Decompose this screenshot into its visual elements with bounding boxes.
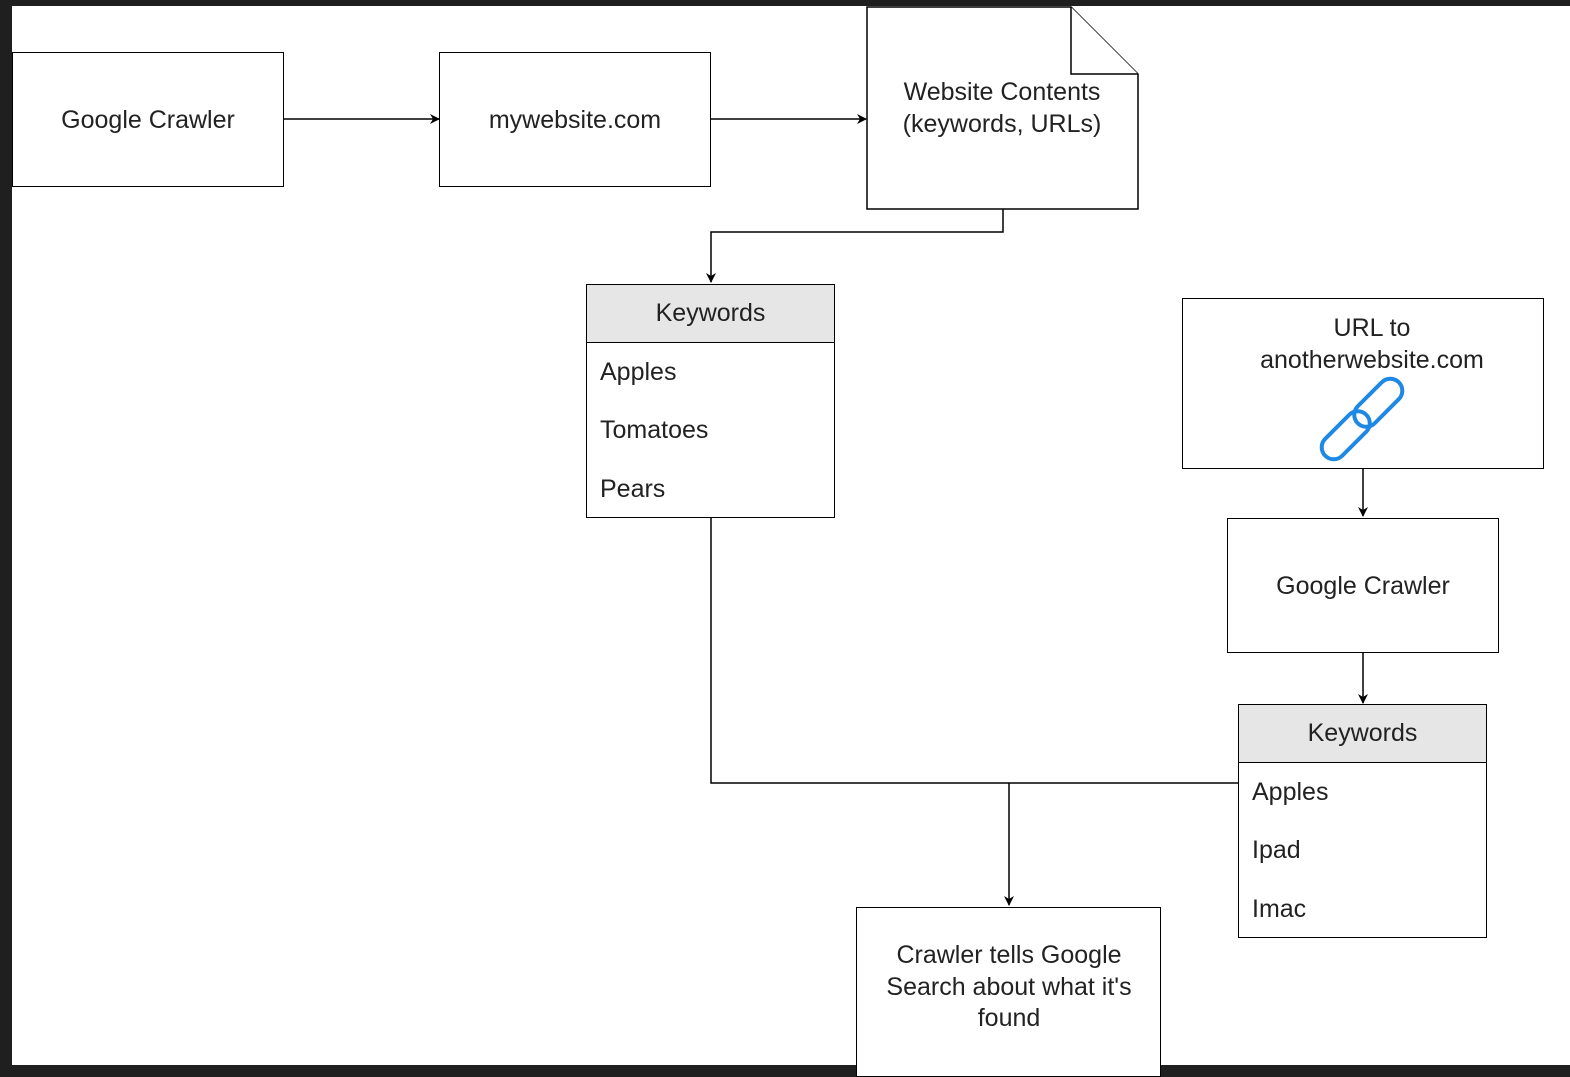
keyword-item: Imac: [1252, 894, 1307, 923]
keywords-table-right[interactable]: Keywords Apples Ipad Imac: [1238, 704, 1487, 938]
website-contents-text: Website Contents (keywords, URLs): [868, 76, 1136, 140]
google-crawler-node-right[interactable]: Google Crawler: [1227, 518, 1499, 653]
google-crawler-right-label: Google Crawler: [1276, 571, 1450, 600]
website-contents-line-2: (keywords, URLs): [902, 110, 1102, 138]
url-line-1: URL to: [1333, 314, 1411, 342]
edge-keywords-left-to-merge: [710, 518, 1238, 784]
keyword-item: Apples: [600, 357, 677, 386]
link-icon: [1319, 376, 1405, 462]
keyword-item: Tomatoes: [600, 416, 709, 445]
keyword-item: Apples: [1252, 777, 1329, 806]
result-line-1: Crawler tells Google: [896, 941, 1122, 969]
result-line-2: Search about what it's: [886, 972, 1132, 1001]
url-text: URL to anotherwebsite.com: [1182, 312, 1562, 376]
result-text: Crawler tells Google Search about what i…: [857, 940, 1161, 1035]
url-line-2: anotherwebsite.com: [1260, 346, 1484, 374]
keywords-table-left[interactable]: Keywords Apples Tomatoes Pears: [586, 284, 835, 518]
keywords-header-right: Keywords: [1239, 705, 1486, 763]
result-line-3: found: [977, 1004, 1041, 1032]
mywebsite-label: mywebsite.com: [488, 105, 662, 134]
keyword-item: Ipad: [1252, 836, 1301, 865]
keywords-header-left: Keywords: [587, 285, 834, 343]
google-crawler-node[interactable]: Google Crawler: [12, 52, 284, 187]
website-contents-line-1: Website Contents: [903, 78, 1101, 106]
keyword-item: Pears: [600, 474, 666, 503]
mywebsite-node[interactable]: mywebsite.com: [439, 52, 711, 187]
document-fold-corner: [1070, 7, 1138, 75]
edge-contents-to-keywords: [706, 209, 1004, 283]
url-node[interactable]: [1182, 298, 1544, 469]
google-crawler-label: Google Crawler: [61, 105, 235, 134]
